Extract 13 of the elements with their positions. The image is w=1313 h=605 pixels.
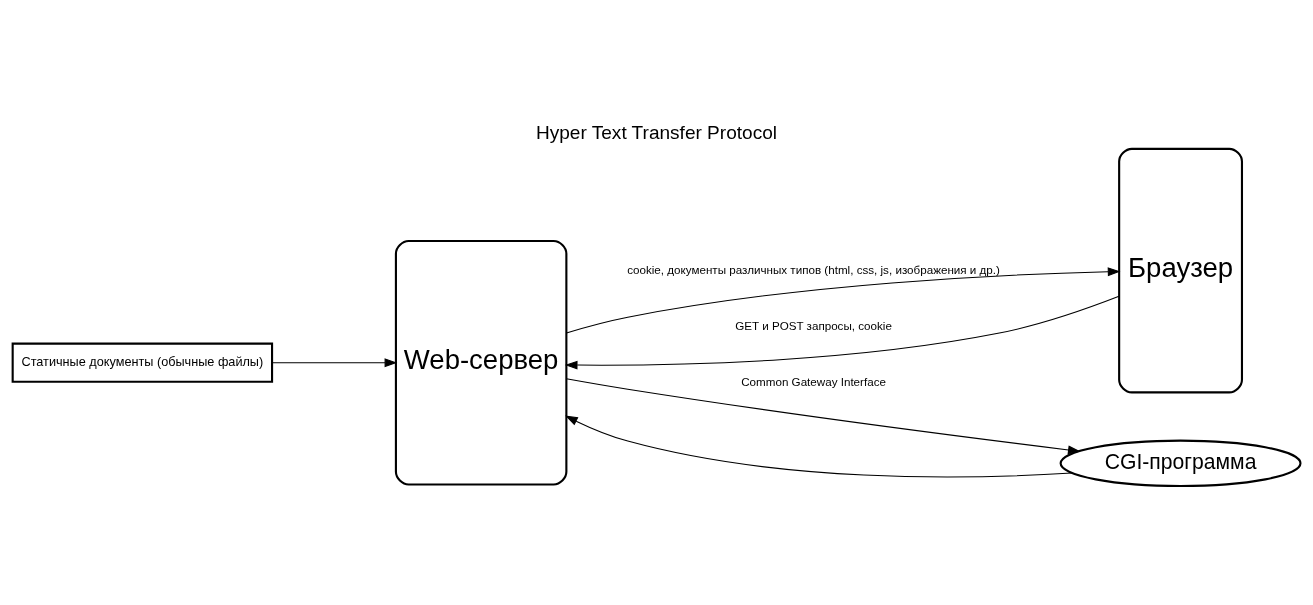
edge-label: cookie, документы различных типов (html, css, js, изображения и др.) — [627, 262, 1000, 276]
node-box: Браузер — [1118, 147, 1243, 394]
edge-label: Common Gateway Interface — [741, 374, 886, 388]
node-ellipse: CGI-программа — [1059, 439, 1302, 488]
arrow — [271, 358, 398, 368]
diagram-title: Hyper Text Transfer Protocol — [536, 121, 778, 143]
arrow — [565, 267, 1121, 334]
arrow — [565, 415, 1073, 478]
arrow — [564, 295, 1120, 370]
edge-label: GET и POST запросы, cookie — [735, 318, 892, 332]
node-box: Статичные документы (обычные файлы) — [11, 342, 274, 383]
node-box: Web-сервер — [394, 239, 568, 486]
arrow — [565, 378, 1081, 455]
